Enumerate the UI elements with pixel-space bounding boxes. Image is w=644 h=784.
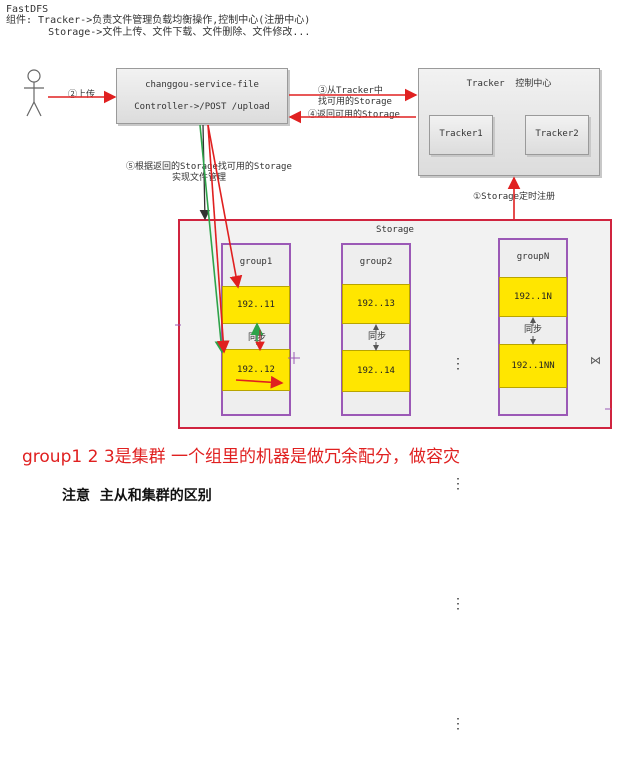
tracker1-node: Tracker1 (429, 115, 493, 155)
note: 注意 主从和集群的区别 (62, 488, 212, 504)
sync-label: 同步 (524, 325, 543, 335)
service-name: changgou-service-file (145, 80, 259, 90)
storage-title: Storage (376, 225, 414, 235)
storage-node: 192..1N (499, 277, 567, 317)
find-storage-label-2: 找可用的Storage (318, 97, 392, 107)
manage-label-2: 实现文件管理 (172, 173, 227, 183)
sync-label: 同步 (368, 332, 387, 342)
group-name: group1 (239, 257, 273, 267)
group-name: groupN (516, 252, 550, 262)
storage-node: 192..1NN (499, 344, 567, 388)
service-file-box: changgou-service-file Controller->/POST … (116, 68, 288, 124)
header-title: FastDFS (6, 4, 49, 15)
storage-node: 192..13 (342, 284, 410, 324)
storage-node: 192..14 (342, 350, 410, 392)
storage-node: 192..12 (222, 349, 290, 391)
service-endpoint: Controller->/POST /upload (134, 102, 270, 112)
side-mark: ⋈ (590, 354, 601, 367)
tracker2-node: Tracker2 (525, 115, 589, 155)
return-storage-label: ④返回可用的Storage (308, 110, 400, 120)
tracker-control-center: Tracker 控制中心 Tracker1 Tracker2 (418, 68, 600, 176)
sync-label: 同步 (248, 333, 267, 343)
ellipsis-dots: ⋮ ⋮ ⋮ ⋮ (451, 356, 465, 732)
storage-node: 192..11 (222, 286, 290, 324)
find-storage-label: ③从Tracker中 (318, 86, 383, 96)
register-label: ①Storage定时注册 (473, 192, 555, 202)
caption: group1 2 3是集群 一个组里的机器是做冗余配分，做容灾 (22, 447, 461, 467)
tracker-title: Tracker 控制中心 (466, 79, 552, 89)
header-storage-desc: Storage->文件上传、文件下载、文件删除、文件修改... (6, 27, 311, 38)
manage-label: ⑤根据返回的Storage找可用的Storage (126, 162, 292, 172)
upload-label: ②上传 (68, 90, 96, 100)
group-name: group2 (359, 257, 393, 267)
header-tracker-desc: 组件: Tracker->负责文件管理负载均衡操作,控制中心(注册中心) (6, 15, 311, 26)
